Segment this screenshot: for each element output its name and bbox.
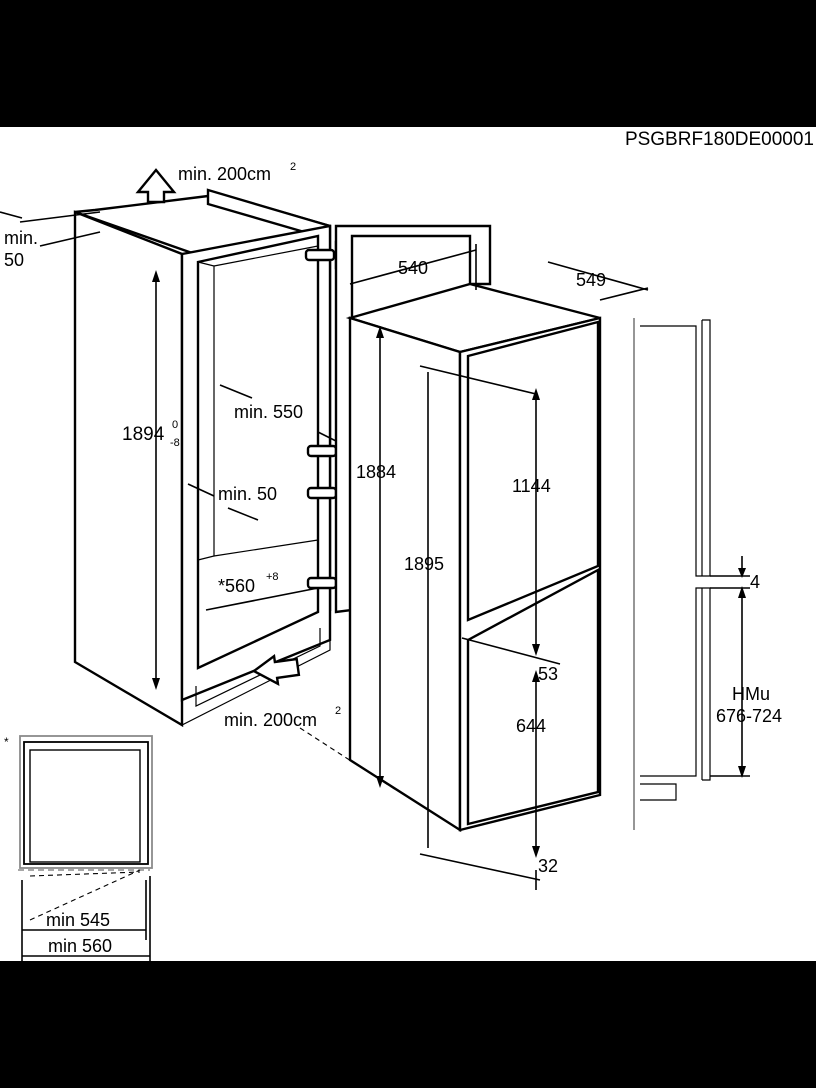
niche-width-tol: +8	[266, 571, 279, 583]
niche-tol-up: 0	[172, 419, 178, 431]
depth-dim-line	[547, 261, 649, 291]
vent-top-arrow	[135, 168, 177, 204]
min-gap-leader-2	[227, 507, 259, 521]
niche-cabinet	[73, 188, 348, 728]
side-profile	[633, 318, 711, 830]
niche-width-line	[205, 587, 319, 611]
width-dim-line	[349, 249, 477, 285]
lower-door-label: 644	[516, 716, 546, 736]
appliance-depth-label: 549	[576, 270, 606, 290]
diagram-code: PSGBRF180DE00001	[625, 129, 814, 150]
hmu-label-b: 676-724	[716, 706, 782, 726]
dashed-extension	[299, 727, 397, 791]
niche-plinth	[181, 620, 331, 726]
appliance	[334, 224, 602, 833]
hmu-dimension	[710, 586, 750, 778]
vent-bottom-label: min. 200cm	[224, 710, 317, 730]
min560-label: min 560	[48, 936, 112, 956]
niche-width-label: *560	[218, 576, 255, 596]
min-gap-leader	[187, 483, 215, 497]
upper-door	[466, 320, 600, 622]
gap4-label: 4	[750, 572, 760, 592]
niche-inner-top	[213, 245, 319, 267]
gap-mid-label: 53	[538, 664, 558, 684]
depth-dim-tick	[599, 287, 649, 301]
appliance-side	[348, 316, 462, 833]
lower-door	[466, 567, 600, 826]
niche-height-label: 1894	[122, 424, 165, 445]
top-clear-label-b: 50	[4, 250, 24, 270]
appliance-width-label: 540	[398, 258, 428, 278]
lower-door-dimension	[532, 670, 540, 890]
top-clear-arrow	[0, 211, 23, 219]
top-view-detail	[18, 735, 153, 962]
profile-upper	[640, 319, 711, 577]
profile-plinth	[640, 783, 677, 801]
min-depth-label: min. 550	[234, 402, 303, 422]
niche-tol-down: -8	[170, 437, 180, 449]
hmu-label-a: HMu	[732, 684, 770, 704]
top-clear-line-2	[39, 231, 101, 247]
vent-bottom-arrow	[251, 653, 301, 687]
min-depth-leader	[219, 384, 253, 399]
min545-label: min 545	[46, 910, 110, 930]
min-gap-label: min. 50	[218, 484, 277, 504]
appliance-height-dimension	[376, 326, 384, 788]
top-clear-line	[19, 211, 101, 223]
niche-opening	[196, 234, 320, 670]
niche-inner-floor	[213, 539, 319, 557]
niche-plinth-inner	[195, 628, 321, 707]
top-view-outer	[19, 735, 153, 869]
vent-top-label: min. 200cm	[178, 164, 271, 184]
niche-inner-left	[197, 261, 215, 561]
door-height-dimension	[419, 365, 541, 881]
upper-door-label: 1144	[512, 476, 551, 496]
asterisk-label: *	[4, 735, 9, 749]
upper-door-dimension	[461, 388, 561, 665]
vent-top-sup: 2	[290, 161, 296, 173]
niche-left-side	[73, 210, 184, 728]
niche-height-dimension	[152, 270, 160, 690]
door-height-label: 1895	[404, 554, 444, 574]
top-clear-label-a: min.	[4, 228, 38, 248]
profile-lower	[640, 587, 711, 781]
bottom-label: 32	[538, 856, 558, 876]
appliance-height-label: 1884	[356, 462, 396, 482]
vent-bottom-sup: 2	[335, 705, 341, 717]
